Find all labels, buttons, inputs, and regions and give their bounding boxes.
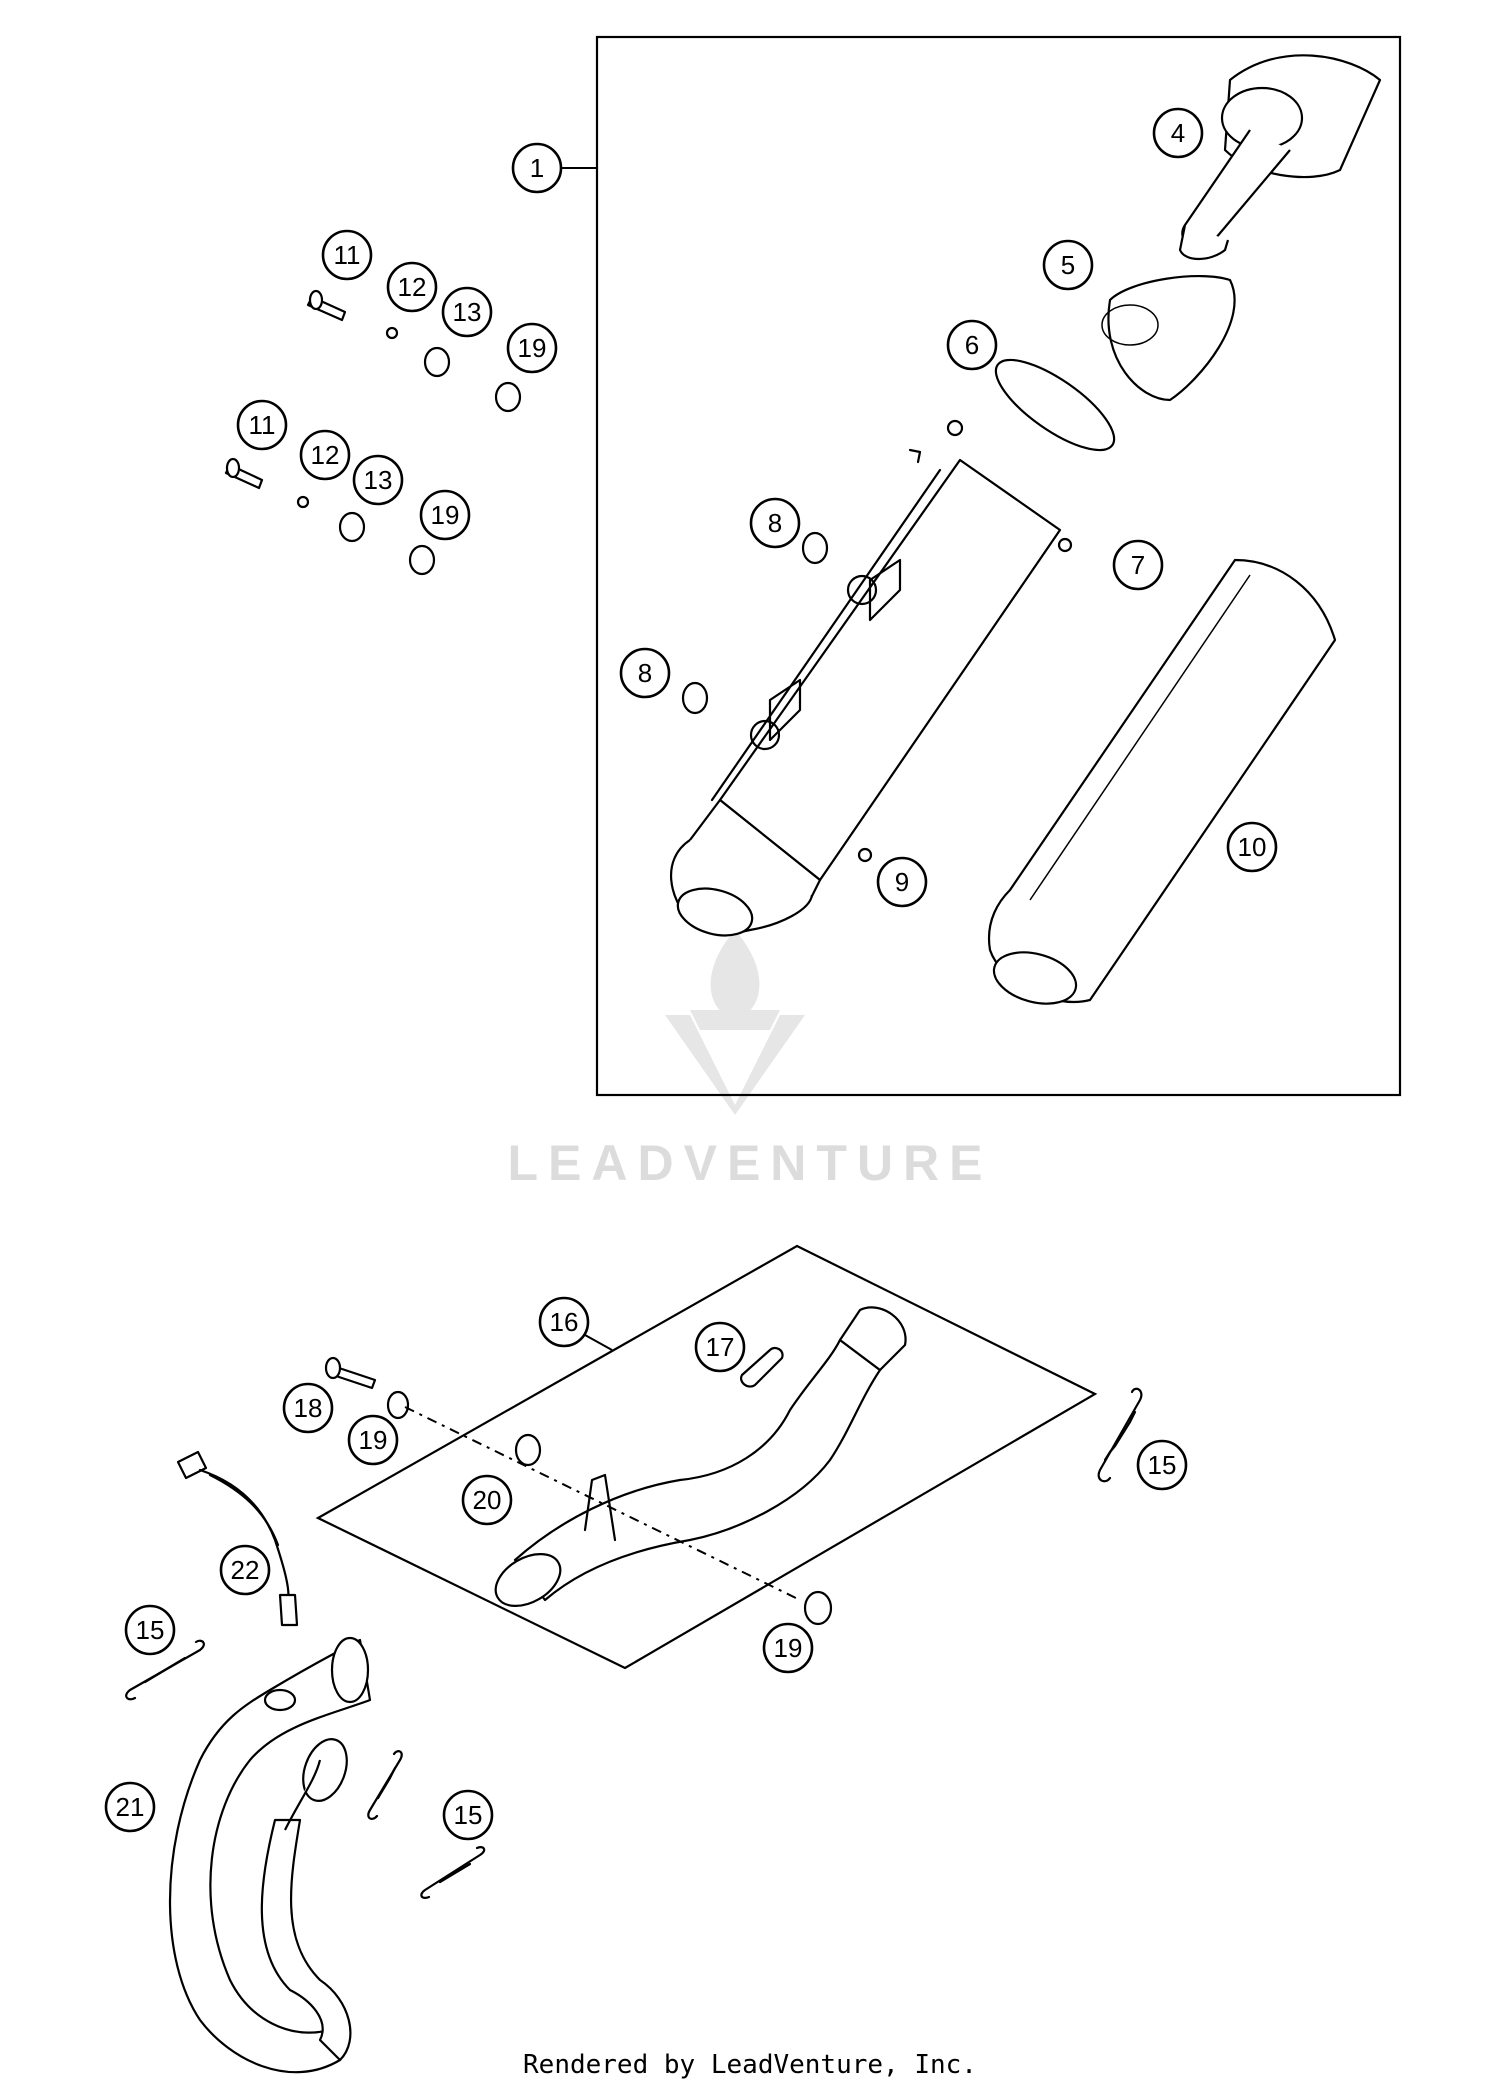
- o-ring-part: [994, 358, 1116, 452]
- callout-13-lower: 13: [352, 454, 404, 506]
- callout-15-left: 15: [124, 1604, 176, 1656]
- callout-15-lower: 15: [442, 1789, 494, 1841]
- callout-16: 16: [538, 1296, 590, 1348]
- mounting-hardware-lower: [224, 457, 436, 576]
- svg-text:13: 13: [364, 465, 393, 495]
- mounting-hardware-upper: [306, 289, 522, 413]
- header-pipe-part: [169, 1636, 372, 2074]
- callout-6: 6: [946, 319, 998, 371]
- callout-19-pipe: 19: [347, 1414, 399, 1466]
- muffler-body: [669, 458, 1062, 937]
- grommet-parts: [681, 531, 829, 715]
- svg-text:13: 13: [453, 297, 482, 327]
- callout-7: 7: [1112, 539, 1164, 591]
- callout-10: 10: [1226, 821, 1278, 873]
- svg-text:20: 20: [473, 1485, 502, 1515]
- svg-text:12: 12: [398, 272, 427, 302]
- svg-text:15: 15: [1148, 1450, 1177, 1480]
- callout-21: 21: [104, 1781, 156, 1833]
- footer-credit: Rendered by LeadVenture, Inc.: [523, 2050, 977, 2080]
- leader-16: [584, 1334, 613, 1351]
- callout-15-right: 15: [1136, 1439, 1188, 1491]
- pipe-mounting-hardware: [324, 1356, 833, 1626]
- svg-text:4: 4: [1171, 118, 1185, 148]
- svg-text:11: 11: [334, 240, 361, 270]
- callout-1: 1: [511, 142, 563, 194]
- callout-12: 12: [386, 261, 438, 313]
- outer-sleeve-part: [987, 558, 1337, 1005]
- svg-text:15: 15: [454, 1800, 483, 1830]
- svg-text:19: 19: [431, 500, 460, 530]
- callout-19: 19: [506, 322, 558, 374]
- svg-text:12: 12: [311, 440, 340, 470]
- cone-cap-part: [1101, 274, 1236, 402]
- muffler-assembly-box: [595, 35, 1402, 1097]
- callout-12-lower: 12: [299, 429, 351, 481]
- svg-text:8: 8: [768, 508, 782, 538]
- svg-text:11: 11: [249, 410, 276, 440]
- mid-pipe-part: [494, 1306, 907, 1607]
- callout-8-lower: 8: [619, 647, 671, 699]
- watermark-text: LEADVENTURE: [507, 1135, 992, 1191]
- header-pipe-group-outline: [315, 1244, 1098, 1670]
- callout-4: 4: [1152, 107, 1204, 159]
- alignment-axis: [404, 1406, 801, 1601]
- svg-text:5: 5: [1061, 250, 1075, 280]
- svg-text:6: 6: [965, 330, 979, 360]
- callout-18: 18: [282, 1382, 334, 1434]
- callout-17: 17: [694, 1321, 746, 1373]
- callout-19-lower: 19: [419, 489, 471, 541]
- svg-text:10: 10: [1238, 832, 1267, 862]
- svg-text:19: 19: [518, 333, 547, 363]
- svg-text:7: 7: [1131, 550, 1145, 580]
- oxygen-sensor-part: [176, 1450, 299, 1627]
- svg-text:22: 22: [231, 1555, 260, 1585]
- callouts: 1 4 5 6 7 8 8 9 10 11 12 13 19 11 12 13 …: [104, 107, 1278, 1841]
- svg-text:8: 8: [638, 658, 652, 688]
- end-cap-part: [1178, 54, 1382, 261]
- spring-parts: [125, 1387, 1143, 1899]
- svg-text:16: 16: [550, 1307, 579, 1337]
- callout-11-lower: 11: [236, 399, 288, 451]
- callout-8: 8: [749, 497, 801, 549]
- svg-text:21: 21: [116, 1792, 145, 1822]
- callout-22: 22: [219, 1544, 271, 1596]
- svg-text:19: 19: [774, 1633, 803, 1663]
- svg-text:9: 9: [895, 867, 909, 897]
- watermark-logo: [665, 930, 805, 1115]
- callout-9: 9: [876, 856, 928, 908]
- screw-parts: [857, 419, 1073, 863]
- svg-text:17: 17: [706, 1332, 735, 1362]
- callout-19-bottom: 19: [762, 1622, 814, 1674]
- callout-20: 20: [461, 1474, 513, 1526]
- callout-11: 11: [321, 229, 373, 281]
- svg-text:1: 1: [530, 153, 544, 183]
- svg-text:18: 18: [294, 1393, 323, 1423]
- callout-5: 5: [1042, 239, 1094, 291]
- svg-text:19: 19: [359, 1425, 388, 1455]
- clamp-part: [740, 1346, 784, 1388]
- callout-13: 13: [441, 286, 493, 338]
- svg-text:15: 15: [136, 1615, 165, 1645]
